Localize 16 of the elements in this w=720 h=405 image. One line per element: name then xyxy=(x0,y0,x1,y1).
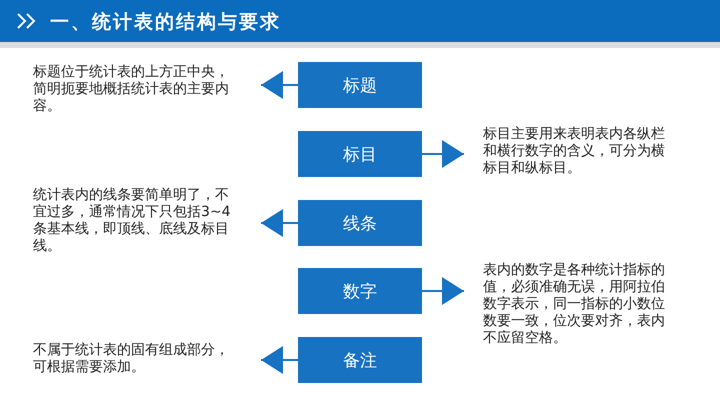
triangle-arrow xyxy=(261,209,298,237)
triangle-arrow xyxy=(261,71,298,99)
title: 一、统计表的结构与要求 xyxy=(50,10,281,35)
triangle-arrow xyxy=(261,346,298,374)
category-box: 数字 xyxy=(298,268,422,314)
description-text: 统计表内的线条要简单明了，不宜过多，通常情况下只包括3~4条基本线，即顶线、底线及标目线。 xyxy=(33,187,261,255)
description-text: 不属于统计表的固有组成部分，可根据需要添加。 xyxy=(33,342,261,376)
category-box: 标目 xyxy=(298,131,422,177)
category-box: 标题 xyxy=(298,62,422,108)
description-text: 标题位于统计表的上方正中央，简明扼要地概括统计表的主要内容。 xyxy=(33,64,261,115)
category-box: 线条 xyxy=(298,200,422,246)
description-text: 表内的数字是各种统计指标的值，必须准确无误，用阿拉伯数字表示，同一指标的小数位数要一致，位次要对齐，表内不应留空格。 xyxy=(464,262,700,347)
triangle-arrow xyxy=(422,277,464,305)
description-text: 标目主要用来表明表内各纵栏和横行数字的含义，可分为横标目和纵标目。 xyxy=(464,126,700,177)
category-box: 备注 xyxy=(298,337,422,383)
triangle-arrow xyxy=(422,140,464,168)
